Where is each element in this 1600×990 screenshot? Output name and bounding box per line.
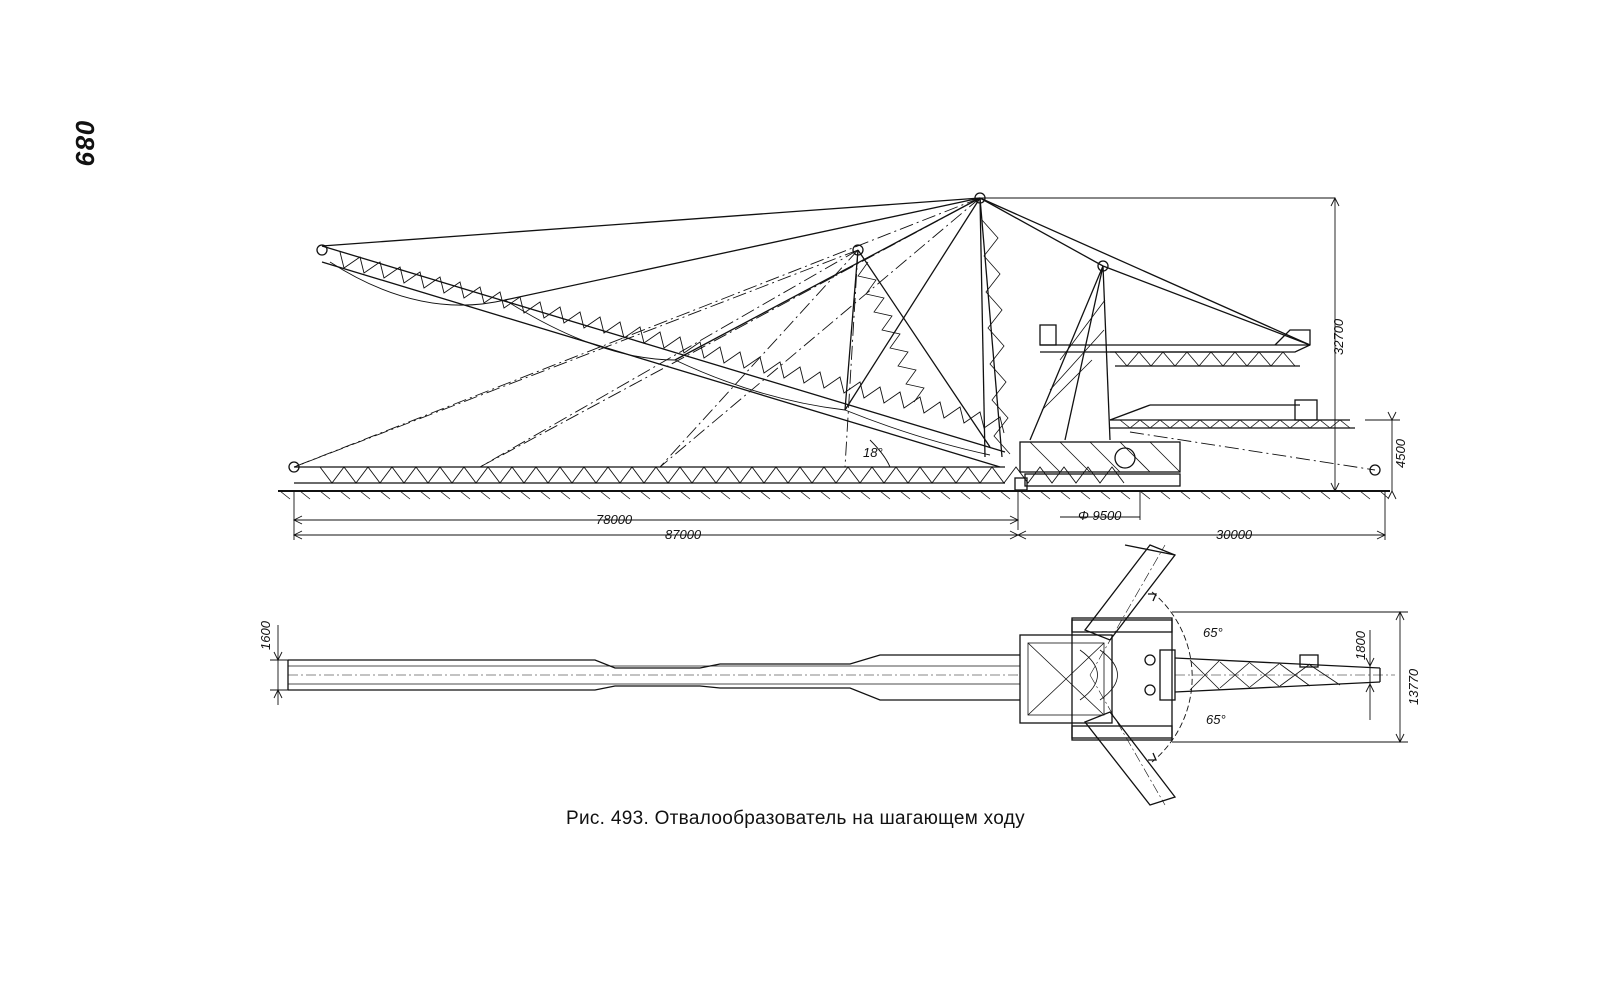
dimension-labels: 32700 4500 18° 78000 87000 30000 Φ 9500 …	[258, 318, 1421, 727]
dim-width-mid: 1800	[1353, 630, 1368, 660]
dim-angle: 18°	[863, 445, 883, 460]
dim-height-low: 4500	[1393, 438, 1408, 468]
dim-width-total: 13770	[1406, 668, 1421, 705]
dim-diameter: Φ 9500	[1078, 508, 1122, 523]
plan-swing	[1083, 544, 1193, 806]
dim-len-a: 78000	[596, 512, 633, 527]
plan-view	[270, 544, 1408, 806]
dim-len-b: 87000	[665, 527, 702, 542]
dim-len-c: 30000	[1216, 527, 1253, 542]
dim-height-total: 32700	[1331, 318, 1346, 355]
mast-and-stays	[293, 192, 1335, 468]
plan-dimensions	[270, 610, 1408, 744]
side-view	[278, 192, 1400, 540]
boom-raised	[316, 244, 1006, 468]
machine-body	[1014, 265, 1381, 491]
plan-rear-conveyor	[1174, 654, 1395, 693]
side-dimensions	[292, 196, 1400, 540]
dim-width-boom: 1600	[258, 620, 273, 650]
boom-lowered	[288, 461, 1125, 484]
plan-boom	[287, 654, 1020, 701]
figure-caption: Рис. 493. Отвалообразователь на шагающем…	[566, 808, 1025, 829]
dim-angle-top: 65°	[1203, 625, 1223, 640]
ground-line	[278, 490, 1390, 500]
dim-angle-bottom: 65°	[1206, 712, 1226, 727]
plan-turntable	[1019, 617, 1176, 741]
